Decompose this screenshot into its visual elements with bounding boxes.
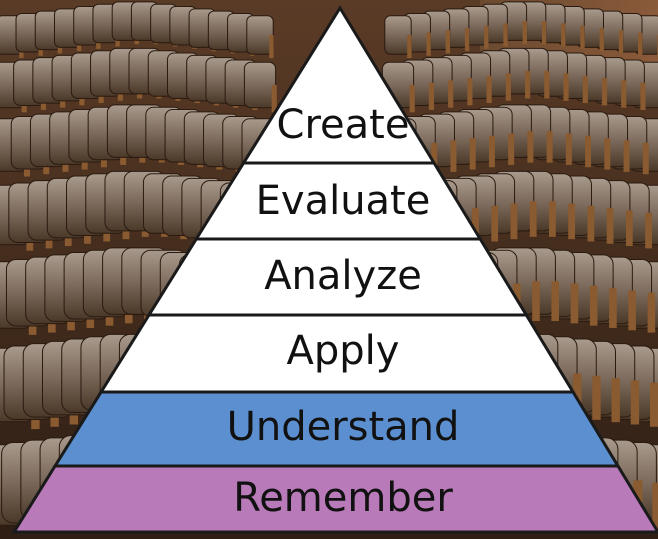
pyramid-label-understand: Understand [227, 404, 460, 450]
pyramid-label-analyze: Analyze [264, 253, 422, 299]
pyramid-label-apply: Apply [287, 328, 400, 374]
pyramid-level-remember [11, 464, 658, 534]
pyramid-label-evaluate: Evaluate [256, 178, 431, 224]
pyramid-label-create: Create [277, 102, 410, 148]
pyramid-label-remember: Remember [233, 475, 453, 521]
